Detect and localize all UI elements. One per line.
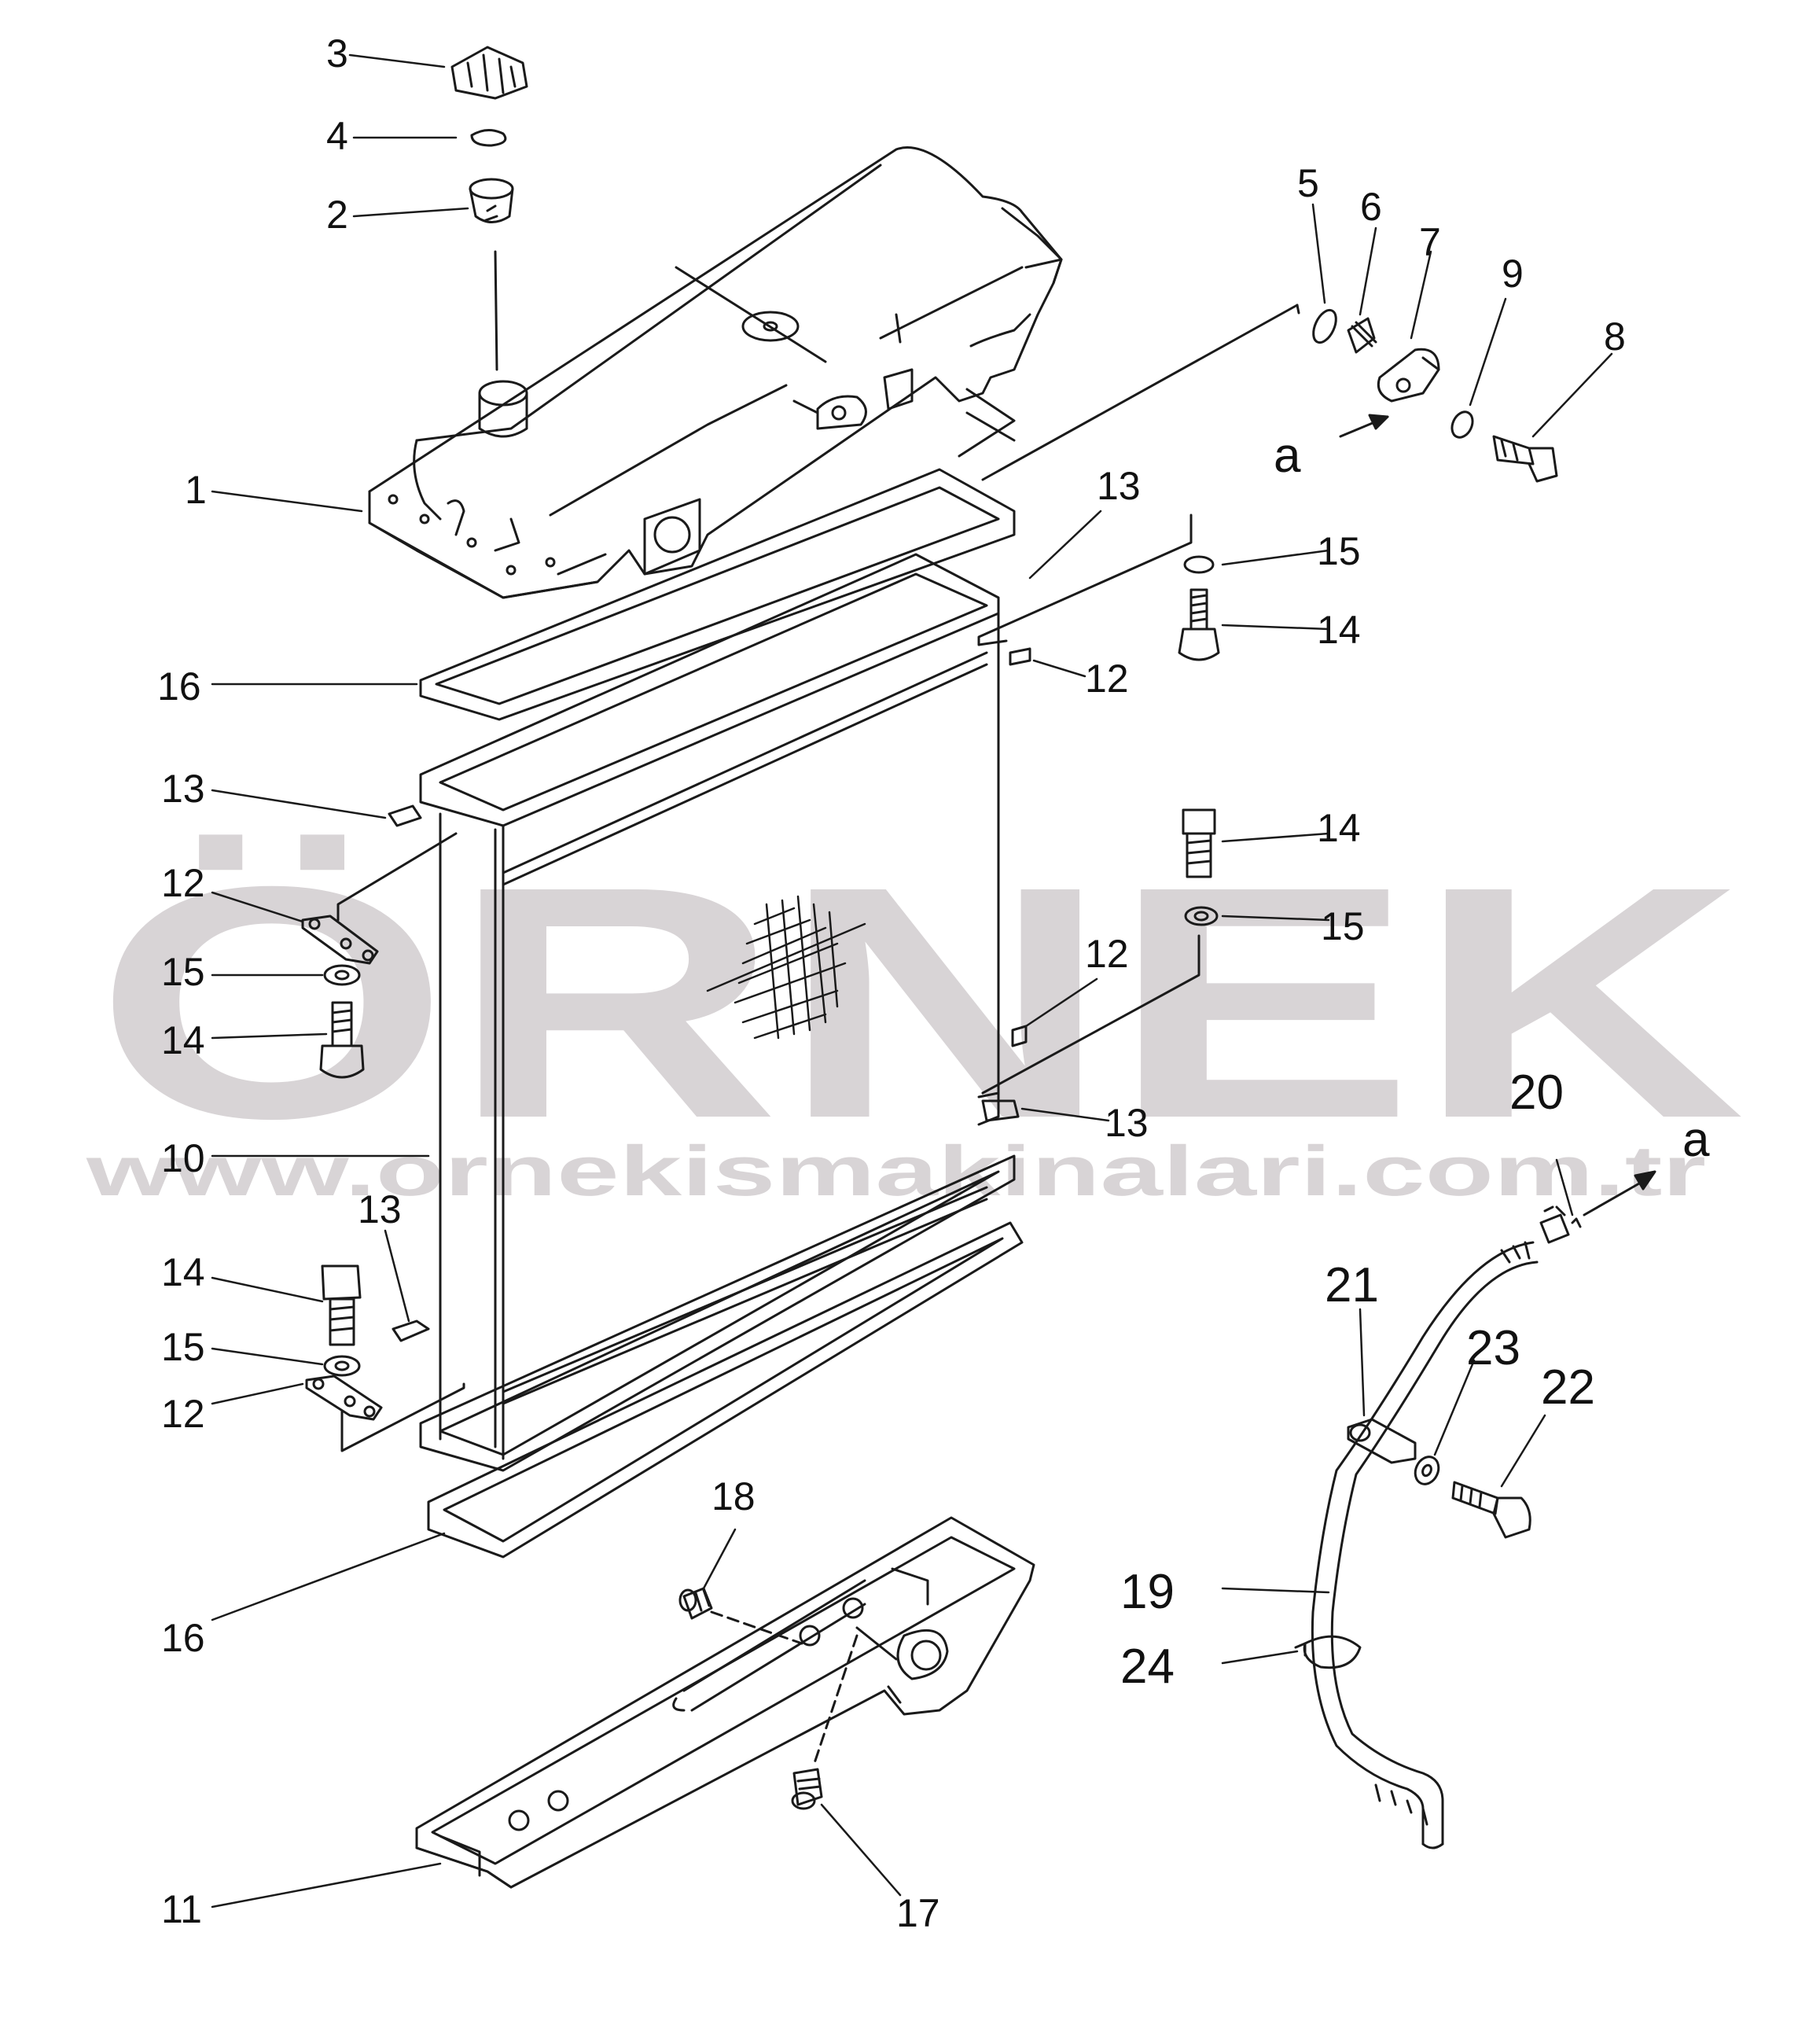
bracket-13-left-top bbox=[388, 804, 422, 827]
callout-13-left: 13 bbox=[161, 767, 205, 811]
callout-5: 5 bbox=[1297, 161, 1319, 205]
overflow-hose bbox=[1311, 1241, 1539, 1849]
callout-12-right-top: 12 bbox=[1085, 657, 1129, 701]
callout-1: 1 bbox=[185, 468, 207, 512]
callout-4: 4 bbox=[326, 114, 348, 158]
callout-14-left: 14 bbox=[161, 1018, 205, 1062]
callout-labels: 3 4 2 1 5 6 7 9 8 a 13 15 14 12 16 13 14… bbox=[157, 31, 1710, 1935]
callout-16-top: 16 bbox=[157, 664, 201, 708]
bracket-line-right-top bbox=[977, 513, 1193, 646]
callout-8: 8 bbox=[1604, 315, 1626, 359]
callout-22: 22 bbox=[1541, 1360, 1595, 1415]
drain-axis-line-2 bbox=[1296, 304, 1300, 315]
callout-13-right-bottom: 13 bbox=[1105, 1101, 1149, 1145]
bracket-12-right-top bbox=[1009, 647, 1031, 666]
bracket-13-left-bottom bbox=[392, 1319, 430, 1342]
leader-lines bbox=[211, 53, 1613, 1908]
callout-18: 18 bbox=[711, 1474, 756, 1518]
hose-clamp-21 bbox=[1347, 1418, 1417, 1464]
retaining-ring bbox=[470, 129, 507, 147]
callout-19: 19 bbox=[1120, 1565, 1175, 1619]
washer-15-left-top bbox=[323, 964, 361, 986]
callout-24: 24 bbox=[1120, 1640, 1175, 1694]
bracket-line-left-bottom bbox=[340, 1382, 465, 1452]
bolt-left-top bbox=[319, 1001, 365, 1079]
callout-12-right-mid: 12 bbox=[1085, 932, 1129, 976]
callout-14-left-bottom: 14 bbox=[161, 1250, 205, 1294]
bracket-12-left-bottom bbox=[305, 1375, 383, 1421]
upper-gasket bbox=[419, 468, 1016, 721]
ref-a-top: a bbox=[1274, 429, 1301, 483]
upper-tank bbox=[368, 146, 1063, 599]
callout-10: 10 bbox=[161, 1136, 205, 1180]
drain-valve-assembly bbox=[1312, 308, 1558, 483]
lower-gasket bbox=[427, 1221, 1024, 1559]
callout-20: 20 bbox=[1509, 1066, 1564, 1120]
ref-a-bottom: a bbox=[1682, 1113, 1710, 1167]
arrow-a-bottom bbox=[1583, 1182, 1641, 1216]
hose-clamp-24 bbox=[1294, 1635, 1362, 1669]
lower-tank bbox=[415, 1516, 1035, 1889]
bracket-line-right-mid bbox=[981, 934, 1200, 1095]
bolt-left-bottom bbox=[321, 1264, 362, 1377]
watermark: ÖRNEK www.ornekismakinalari.com.tr bbox=[85, 819, 1745, 1211]
callout-7: 7 bbox=[1419, 220, 1441, 264]
callout-17: 17 bbox=[896, 1891, 940, 1935]
plug-17-axis bbox=[812, 1634, 859, 1767]
callout-15-left: 15 bbox=[161, 950, 205, 994]
drain-plug-17 bbox=[791, 1768, 823, 1810]
bracket-13-right-bottom bbox=[981, 1099, 1020, 1122]
watermark-url: www.ornekismakinalari.com.tr bbox=[85, 1132, 1706, 1211]
filler-neck-insert bbox=[469, 178, 514, 223]
callout-14-right-mid: 14 bbox=[1317, 806, 1361, 850]
washer-23 bbox=[1414, 1456, 1440, 1485]
hose-clip-20 bbox=[1539, 1205, 1582, 1244]
callout-16-bottom: 16 bbox=[161, 1616, 205, 1660]
callout-14-right-top: 14 bbox=[1317, 608, 1361, 652]
bolt-22 bbox=[1451, 1481, 1531, 1539]
bracket-12-left bbox=[301, 915, 379, 965]
bolt-right-mid bbox=[1182, 808, 1219, 926]
core-mesh bbox=[706, 895, 866, 1040]
callout-2: 2 bbox=[326, 193, 348, 237]
radiator-core bbox=[419, 553, 1016, 1472]
callout-13-left-bottom: 13 bbox=[358, 1187, 402, 1231]
bracket-12-right-mid bbox=[1011, 1025, 1028, 1047]
bracket-line-left-top bbox=[336, 832, 458, 922]
cap-axis-line bbox=[494, 250, 498, 371]
callout-12-left-bottom: 12 bbox=[161, 1392, 205, 1436]
callout-15-right-mid: 15 bbox=[1321, 904, 1365, 948]
watermark-brand: ÖRNEK bbox=[94, 819, 1745, 1187]
callout-3: 3 bbox=[326, 31, 348, 75]
callout-21: 21 bbox=[1325, 1258, 1379, 1312]
callout-9: 9 bbox=[1502, 252, 1524, 296]
callout-12-left: 12 bbox=[161, 861, 205, 905]
drain-axis-line bbox=[981, 304, 1299, 481]
radiator-cap bbox=[450, 46, 528, 100]
bolt-right-top bbox=[1178, 555, 1220, 661]
callout-23: 23 bbox=[1466, 1321, 1520, 1375]
callout-15-left-bottom: 15 bbox=[161, 1325, 205, 1369]
callout-6: 6 bbox=[1360, 185, 1382, 229]
drain-plug-18 bbox=[678, 1587, 713, 1620]
callout-11: 11 bbox=[161, 1887, 202, 1931]
callout-13-top: 13 bbox=[1097, 464, 1141, 508]
plug-18-axis bbox=[710, 1610, 803, 1645]
callout-15-right-top: 15 bbox=[1317, 529, 1361, 573]
